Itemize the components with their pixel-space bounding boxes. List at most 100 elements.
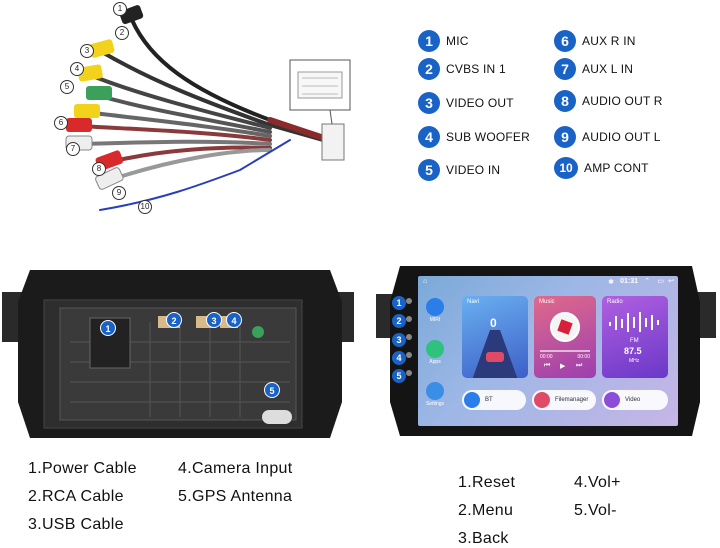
caption-back-5: 5.GPS Antenna [178,488,293,505]
legend-badge: 1 [418,30,440,52]
card-title: Navi [467,299,480,305]
front-button-number-4: 4 [392,351,406,365]
legend-item-7: 7 AUX L IN [554,56,633,82]
legend-badge: 9 [554,126,576,148]
next-track-icon[interactable]: ⏭ [576,362,583,369]
legend-badge: 8 [554,90,576,112]
radio-unit: MHz [629,358,640,364]
radio-card[interactable]: Radio FM 87.5 MHz [602,296,668,378]
legend-label: AUX L IN [582,62,634,76]
legend-item-4: 4 SUB WOOFER [418,124,530,150]
harness-number-7: 7 [66,142,80,156]
caption-front-1: 1.Reset [458,474,516,491]
bluetooth-icon [464,392,480,408]
side-app-label: MIRI [429,317,441,323]
legend-item-10: 10 AMP CONT [554,155,649,181]
vol-up-button[interactable] [406,352,412,358]
harness-number-8: 8 [92,162,106,176]
wiring-harness-illustration: 1 2 3 4 5 6 7 8 9 10 [40,0,370,240]
side-app-label: Settings [425,401,445,407]
reset-button[interactable] [406,298,412,304]
legend-badge: 3 [418,92,440,114]
legend-label: VIDEO OUT [446,96,514,110]
legend-badge: 7 [554,58,576,80]
pill-label: Video [625,397,641,403]
legend-label: AUDIO OUT L [582,130,661,144]
cable-sub [98,94,272,134]
vol-down-button[interactable] [406,370,412,376]
legend-label: VIDEO IN [446,163,501,177]
card-title: Music [539,299,555,305]
side-app-miri[interactable]: MIRI [422,298,448,323]
window-icon[interactable]: ▭ [657,278,664,285]
legend-item-2: 2 CVBS IN 1 [418,56,506,82]
front-button-number-3: 3 [392,333,406,347]
harness-drawing [65,5,351,211]
caption-back-1: 1.Power Cable [28,460,137,477]
legend-item-9: 9 AUDIO OUT L [554,124,661,150]
navi-card[interactable]: Navi 0 [462,296,528,378]
harness-number-1: 1 [113,2,127,16]
front-button-number-1: 1 [392,296,406,310]
legend-item-8: 8 AUDIO OUT R [554,88,663,114]
back-port-number-3: 3 [206,312,222,328]
front-button-number-2: 2 [392,314,406,328]
caption-front-5: 5.Vol- [574,502,617,519]
legend-label: AMP CONT [584,161,649,175]
legend-badge: 10 [554,157,578,179]
radio-frequency: 87.5 [624,346,642,356]
legend-item-5: 5 VIDEO IN [418,157,500,183]
back-arrow-icon[interactable]: ↩ [668,278,674,285]
wifi-icon [426,298,444,316]
legend-item-1: 1 MIC [418,28,469,54]
back-port-number-1: 1 [100,320,116,336]
music-card[interactable]: Music 00:00 00:00 ⏮ ▶ ⏭ [534,296,596,378]
bluetooth-icon: ✱ [608,279,614,286]
waveform-icon [609,312,659,332]
cable-video-in [84,110,272,138]
prev-track-icon[interactable]: ⏮ [544,362,551,369]
music-progress[interactable] [540,350,590,352]
caption-back-3: 3.USB Cable [28,516,124,533]
cable-audio-r [108,145,272,164]
harness-number-4: 4 [70,62,84,76]
legend-label: MIC [446,34,469,48]
pill-video[interactable]: Video [602,390,668,410]
harness-number-9: 9 [112,186,126,200]
cable-aux-r [78,124,272,142]
harness-number-5: 5 [60,80,74,94]
legend-badge: 2 [418,58,440,80]
caption-back-4: 4.Camera Input [178,460,293,477]
caption-front-4: 4.Vol+ [574,474,621,491]
back-button[interactable] [406,334,412,340]
harness-number-2: 2 [115,26,129,40]
harness-number-10: 10 [138,200,152,214]
unit-front-view: 1 2 3 4 5 ⌂ ✱ 01:31 ⌃ ▭ ↩ MIRI Apps Sett… [370,262,720,440]
side-app-apps[interactable]: Apps [422,340,448,365]
pill-filemanager[interactable]: Filemanager [532,390,596,410]
side-app-label: Apps [429,359,441,365]
play-icon[interactable]: ▶ [560,363,566,370]
card-title: Radio [607,299,623,305]
menu-button[interactable] [406,316,412,322]
music-elapsed: 00:00 [540,354,553,360]
unit-back-drawing [2,270,354,438]
cable-mic [130,18,332,142]
pill-label: BT [485,397,493,403]
apps-grid-icon [426,340,444,358]
video-icon [604,392,620,408]
folder-icon [534,392,550,408]
home-icon[interactable]: ⌂ [423,278,428,285]
status-bar: ⌂ ✱ 01:31 ⌃ ▭ ↩ [418,276,678,288]
clock: 01:31 [620,278,638,285]
chevron-up-icon[interactable]: ⌃ [644,278,650,285]
pill-label: Filemanager [555,397,589,403]
cable-amp [99,139,291,211]
pill-bt[interactable]: BT [462,390,526,410]
side-app-settings[interactable]: Settings [422,382,448,407]
head-unit-screen: ⌂ ✱ 01:31 ⌃ ▭ ↩ MIRI Apps Settings Navi … [418,276,678,426]
cable-audio-l [108,148,272,182]
speed-value: 0 [490,316,497,330]
music-total: 00:00 [577,354,590,360]
gear-icon [426,382,444,400]
